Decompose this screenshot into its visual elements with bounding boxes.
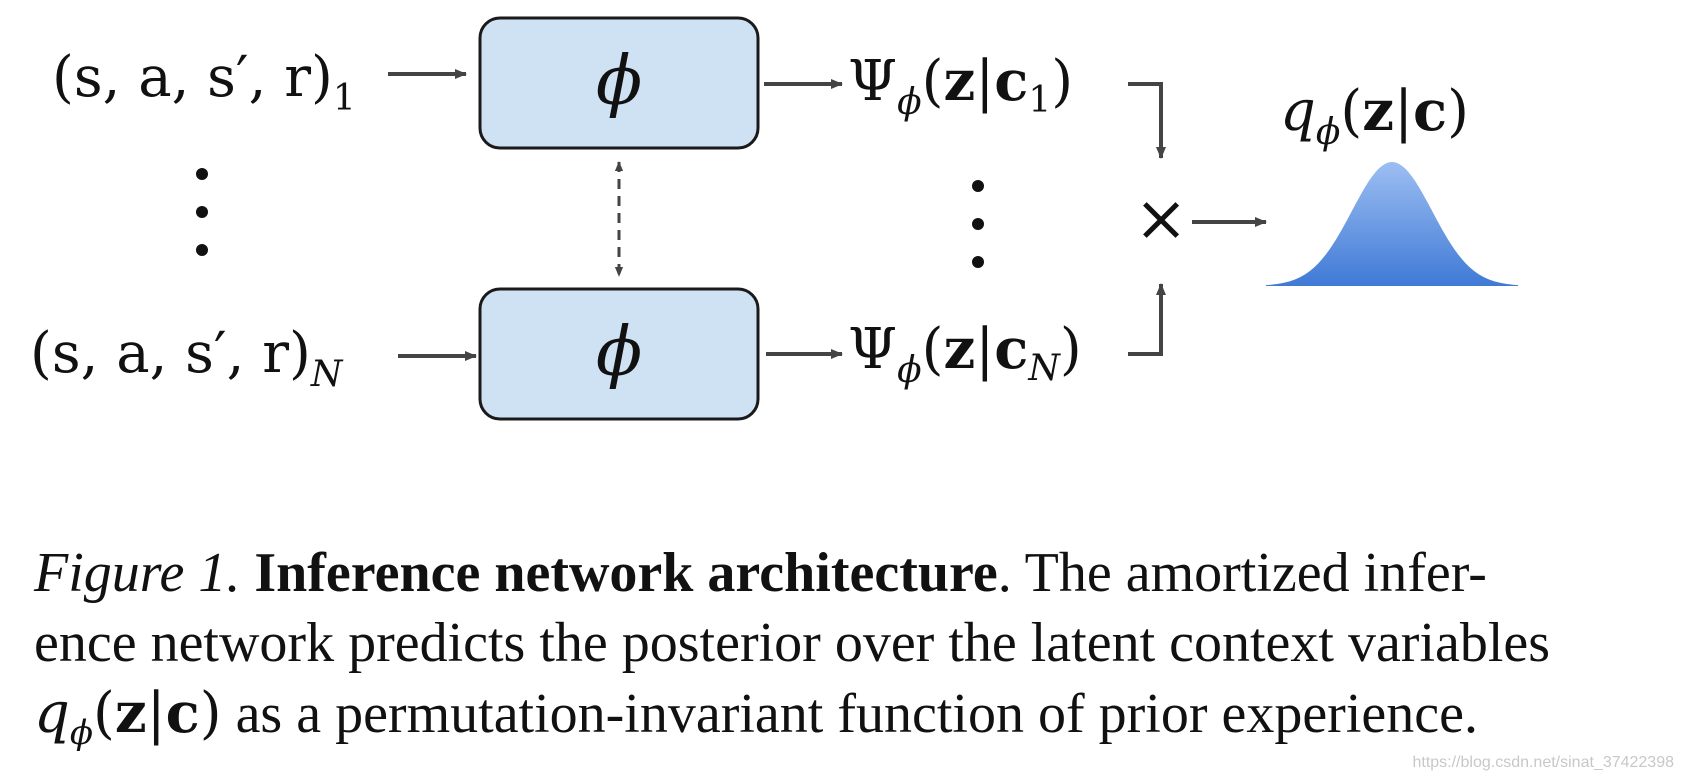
ellipsis-inputs bbox=[196, 168, 208, 256]
caption-text-1: . The amortized infer- bbox=[997, 542, 1487, 604]
posterior-gaussian bbox=[1266, 162, 1518, 286]
watermark: https://blog.csdn.net/sinat_37422398 bbox=[1412, 754, 1674, 771]
encoder-symbol-n: ϕ bbox=[596, 313, 642, 392]
caption-text-2: ence network predicts the posterior over… bbox=[34, 612, 1551, 674]
caption-math: qϕ(z|c) bbox=[34, 680, 222, 754]
figure-caption: Figure 1. Inference network architecture… bbox=[34, 538, 1664, 768]
encoder-box-n bbox=[478, 287, 760, 421]
caption-title: Inference network architecture bbox=[254, 542, 998, 604]
architecture-diagram: (s, a, s′, r)1 (s, a, s′, r)N ϕ ϕ Ψϕ(z|c… bbox=[30, 16, 1518, 421]
encoder-box-1 bbox=[478, 16, 760, 150]
product-symbol: × bbox=[1134, 182, 1188, 256]
caption-line-3: qϕ(z|c) as a permutation-invariant funct… bbox=[34, 678, 1664, 768]
arrow-factor-1-to-product bbox=[1128, 82, 1166, 159]
input-tuple-1: (s, a, s′, r)1 bbox=[52, 45, 356, 119]
ellipsis-factors bbox=[972, 180, 984, 268]
arrow-factor-n-to-product bbox=[1128, 283, 1166, 356]
caption-text-3: as a permutation-invariant function of p… bbox=[221, 683, 1478, 745]
caption-line-2: ence network predicts the posterior over… bbox=[34, 608, 1664, 678]
factor-psi-1: Ψϕ(z|c1) bbox=[848, 48, 1073, 123]
factor-psi-n: Ψϕ(z|cN) bbox=[848, 316, 1082, 391]
caption-label: Figure 1. bbox=[34, 542, 241, 604]
caption-line-1: Figure 1. Inference network architecture… bbox=[34, 538, 1664, 608]
posterior-label: qϕ(z|c) bbox=[1280, 78, 1469, 153]
input-tuple-n: (s, a, s′, r)N bbox=[30, 321, 344, 395]
encoder-symbol-1: ϕ bbox=[596, 42, 642, 121]
